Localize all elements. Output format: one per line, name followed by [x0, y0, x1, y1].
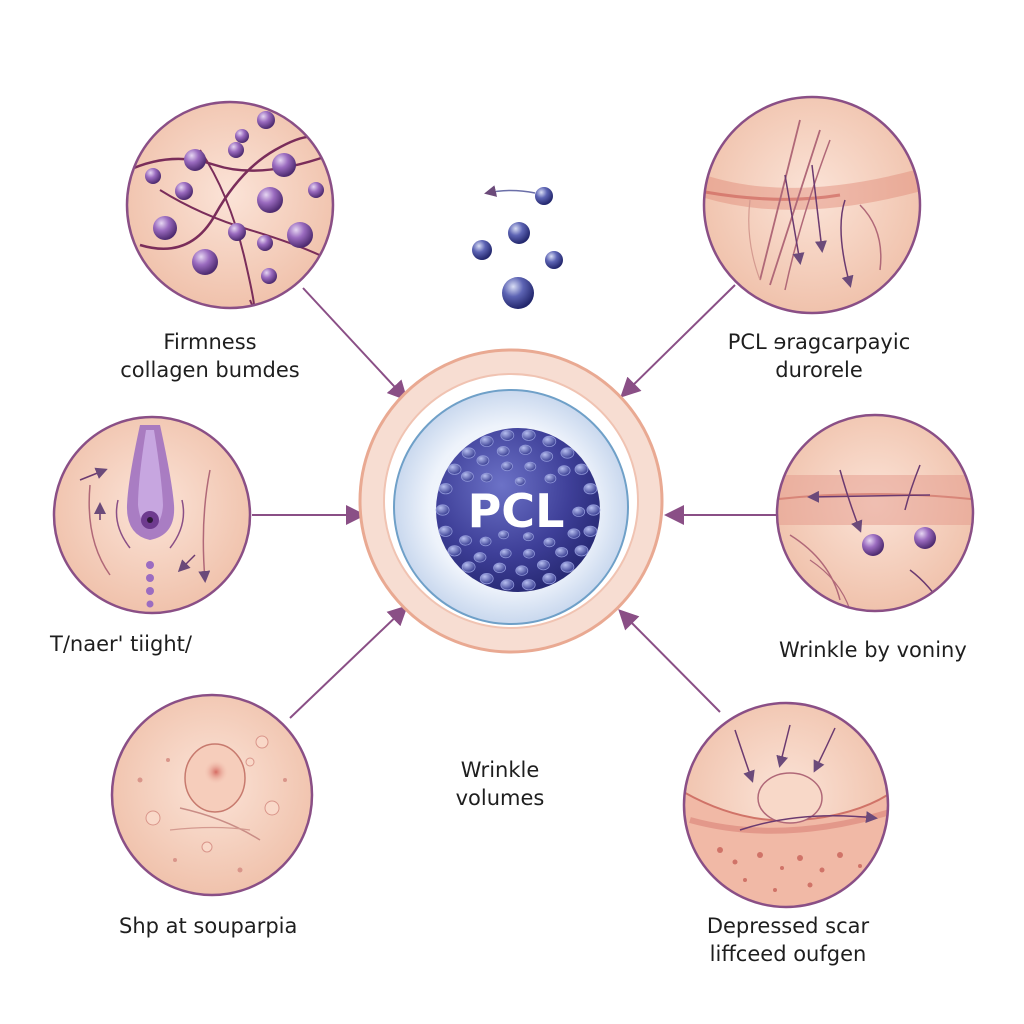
panel-top-right-illustration: [702, 95, 922, 315]
panel-bottom-left-illustration: [110, 693, 314, 897]
particle: [545, 251, 563, 269]
core-bump: [543, 537, 556, 548]
label-top-left-line-2: collagen bumdes: [120, 358, 300, 382]
connector-arrows: [252, 284, 777, 719]
label-center-bottom-line-2: volumes: [455, 786, 545, 810]
core-bump: [523, 532, 534, 542]
core-bump: [514, 476, 526, 486]
floating-particles: [472, 185, 563, 309]
pcl-core-group: PCL: [358, 348, 664, 654]
label-center-bottom-line-1: Wrinkle: [460, 758, 540, 782]
arrow-top-left: [302, 287, 408, 401]
core-bump: [557, 465, 571, 476]
core-bump: [574, 463, 589, 475]
core-bump: [501, 461, 513, 472]
core-bump: [438, 525, 453, 537]
core-bump: [537, 559, 550, 571]
core-bump: [447, 545, 462, 557]
core-bump: [459, 535, 472, 546]
core-bump: [500, 579, 515, 591]
label-top-left: Firmness collagen bumdes: [100, 328, 320, 384]
core-bump: [479, 536, 492, 547]
core-bump: [583, 483, 598, 495]
core-bump: [574, 545, 589, 557]
particle: [502, 277, 534, 309]
label-bottom-right-line-2: liffceed oufgen: [709, 942, 867, 966]
core-bump: [542, 572, 557, 585]
label-top-left-line-1: Firmness: [163, 330, 257, 354]
core-bump: [461, 447, 476, 459]
panel-top-left-illustration: [125, 100, 335, 310]
label-mid-right: Wrinkle by voniny: [779, 636, 967, 664]
core-bump: [461, 561, 476, 573]
core-bump: [583, 525, 598, 537]
core-bump: [567, 528, 581, 539]
core-bump: [500, 429, 515, 441]
core-bump: [542, 435, 557, 447]
core-bump: [479, 572, 494, 585]
arrow-bottom-right: [618, 609, 721, 713]
core-bump: [496, 446, 510, 457]
core-bump: [586, 504, 601, 516]
panel-bottom-right-illustration: [682, 701, 890, 909]
core-bump: [473, 552, 487, 563]
core-bump: [438, 483, 453, 495]
core-bump: [523, 548, 535, 559]
core-bump: [555, 547, 568, 558]
core-bump: [544, 473, 557, 484]
core-bump: [572, 506, 586, 518]
core-bump: [540, 451, 554, 462]
label-mid-left-line-1: T/naer' tiight/: [50, 632, 192, 656]
label-bottom-right: Depressed scar liffceed oufgen: [680, 912, 896, 968]
core-bump: [476, 455, 490, 466]
particle: [535, 187, 553, 205]
core-bump: [479, 435, 494, 447]
core-bump: [521, 429, 536, 441]
center-label: PCL: [468, 484, 565, 538]
label-bottom-right-line-1: Depressed scar: [706, 914, 870, 938]
core-bump: [498, 530, 510, 540]
arrow-top-right: [620, 284, 736, 398]
core-bump: [480, 472, 493, 483]
core-bump: [519, 444, 532, 456]
label-bottom-left: Shp at souparpia: [119, 912, 297, 940]
label-top-right-line-2: durorele: [775, 358, 863, 382]
label-mid-right-line-1: Wrinkle by voniny: [779, 638, 967, 662]
particle: [508, 222, 530, 244]
core-bump: [499, 548, 512, 559]
arrow-bottom-left: [289, 605, 408, 719]
core-bump: [493, 562, 507, 574]
particle-trail-arrow: [484, 185, 536, 197]
core-bump: [560, 561, 575, 573]
label-bottom-left-line-1: Shp at souparpia: [119, 914, 298, 938]
core-bump: [524, 461, 537, 472]
label-mid-left: T/naer' tiight/: [50, 630, 192, 658]
label-top-right-line-1: PCL ɘragcarpayic: [727, 330, 911, 354]
core-bump: [521, 579, 536, 591]
panel-mid-left-illustration: [52, 415, 252, 615]
core-bumps: [435, 429, 601, 591]
label-center-bottom: Wrinkle volumes: [440, 756, 560, 812]
particle: [472, 240, 492, 260]
label-top-right: PCL ɘragcarpayic durorele: [704, 328, 934, 384]
core-bump: [460, 471, 474, 482]
core-bump: [560, 447, 575, 459]
panel-mid-right-illustration: [775, 413, 975, 613]
core-bump: [435, 504, 450, 516]
core-bump: [447, 463, 462, 475]
core-bump: [515, 565, 529, 576]
